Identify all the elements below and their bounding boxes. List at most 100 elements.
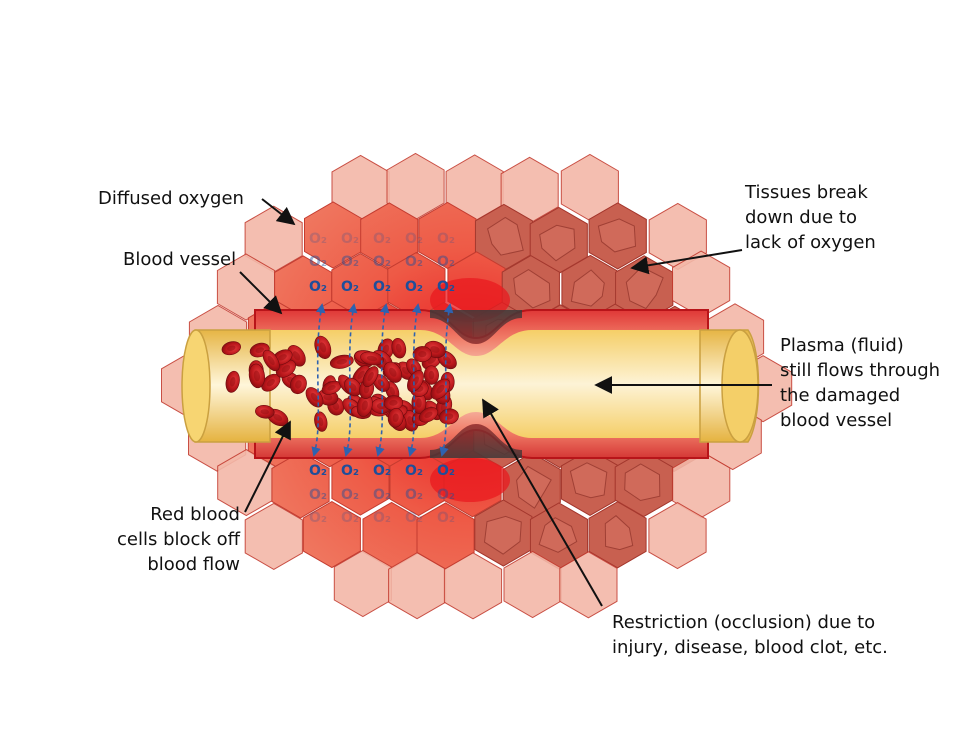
red-blood-cell-center [424,411,433,418]
tissues-pointer [630,249,743,275]
oxygen-symbol: O₂ [405,487,423,503]
red-blood-cell [262,349,280,372]
red-blood-cell-center [392,413,399,423]
oxygen-symbol: O₂ [341,254,359,270]
oxygen-symbol: O₂ [437,487,455,503]
label-tissues-break-down: Tissues break down due to lack of oxygen [745,182,876,253]
red-blood-cell [261,373,281,392]
oxygen-symbol: O₂ [341,487,359,503]
red-blood-cell [255,405,275,419]
oxygen-symbol: O₂ [373,510,391,526]
tissue-cell-fragment [624,463,661,502]
tissue-cell [648,502,707,570]
label-restriction: Restriction (occlusion) due to injury, d… [612,612,888,658]
red-blood-cell-center [253,370,261,382]
oxygen-symbol: O₂ [341,510,359,526]
label-red-blood-cells: Red blood cells block off blood flow [117,504,240,575]
tissue-cell-fragment [483,515,522,555]
label-blood-vessel: Blood vessel [123,249,237,270]
tissue-cell [360,202,419,270]
oxygen-symbol: O₂ [341,279,359,295]
oxygen-symbol: O₂ [405,231,423,247]
oxygen-symbol: O₂ [405,510,423,526]
tissue-cell-fragment [513,269,551,309]
oxygen-symbol: O₂ [309,463,327,479]
oxygen-deprived-zone-bottom [430,458,510,502]
red-blood-cell-center [273,413,283,422]
tissue-cell [386,152,445,221]
label-plasma: Plasma (fluid) still flows through the d… [780,335,941,431]
label-pointers [239,198,772,607]
red-blood-cell-center [267,355,275,366]
tissue-cell-fragment [570,269,605,307]
red-blood-cell-center [361,400,368,411]
red-blood-cell-center [389,367,397,377]
tissue-cell-fragment [538,517,578,553]
tissue-crack [588,202,647,270]
oxygen-symbol: O₂ [309,510,327,526]
red-blood-cell-center [278,354,287,361]
red-cells-pointer [244,420,291,513]
oxygen-symbol: O₂ [437,463,455,479]
tissue-cell-fragment [539,224,576,262]
oxygen-symbol: O₂ [405,279,423,295]
red-blood-cell-center [327,385,336,391]
red-blood-cell-center [389,386,396,396]
tissue-cell [244,502,303,570]
oxygen-symbol: O₂ [341,463,359,479]
oxygen-symbol: O₂ [437,254,455,270]
red-blood-cell [248,363,265,389]
oxygen-symbol: O₂ [437,279,455,295]
oxygen-symbol: O₂ [437,510,455,526]
red-blood-cell-center [266,379,275,387]
red-blood-cell-center [281,364,291,373]
oxygen-symbol: O₂ [341,231,359,247]
tissue-cell-fragment [569,462,608,499]
red-blood-cell [423,365,439,385]
restriction-pointer [482,398,603,607]
red-blood-cell-center [229,377,236,387]
red-blood-cell-center [395,343,402,353]
blood-vessel-pointer [239,271,283,315]
label-diffused-oxygen: Diffused oxygen [98,188,244,209]
red-blood-cell-center [292,351,301,361]
oxygen-symbol: O₂ [373,254,391,270]
tissue-cell [648,202,707,270]
tissue-cell [302,501,361,569]
oxygen-symbol: O₂ [373,463,391,479]
diffused-oxygen-pointer [261,198,296,226]
red-blood-cell-center [430,346,440,353]
red-blood-cell [391,338,407,359]
vessel-left-opening [181,329,211,443]
tissue-cell-fragment [597,218,637,253]
red-blood-cell-center [255,347,265,353]
red-blood-cell [225,370,240,393]
red-blood-cell-center [295,380,302,389]
oxygen-symbol: O₂ [373,487,391,503]
tissue-cell [559,551,618,619]
red-blood-cell [289,374,307,395]
oxygen-symbol: O₂ [309,254,327,270]
oxygen-symbol: O₂ [437,231,455,247]
red-blood-cell-center [260,409,270,415]
oxygen-symbol: O₂ [373,279,391,295]
oxygen-symbol: O₂ [405,463,423,479]
red-blood-cell-center [366,355,378,362]
oxygen-symbol: O₂ [309,279,327,295]
oxygen-symbol: O₂ [309,231,327,247]
tissue-cell-fragment [487,216,524,256]
tissue-crack [588,501,647,569]
tissue-cell [443,552,503,620]
oxygen-symbol: O₂ [373,231,391,247]
red-blood-cell-center [389,399,398,406]
red-blood-cell-center [323,393,333,401]
oxygen-diffusion: O₂ O₂ O₂ O₂ O₂ O₂ O₂ O₂ O₂ O₂ O₂ O₂ O₂ O₂ O₂ O₂ O₂ O₂ O₂ O₂… [309,231,455,526]
red-blood-cell-center [367,372,374,382]
red-blood-cell-center [357,370,365,380]
tissue-cell [672,250,731,318]
red-blood-cell [221,341,241,356]
tissue-cell-fragment [604,515,634,551]
red-blood-cell-center [428,370,435,380]
